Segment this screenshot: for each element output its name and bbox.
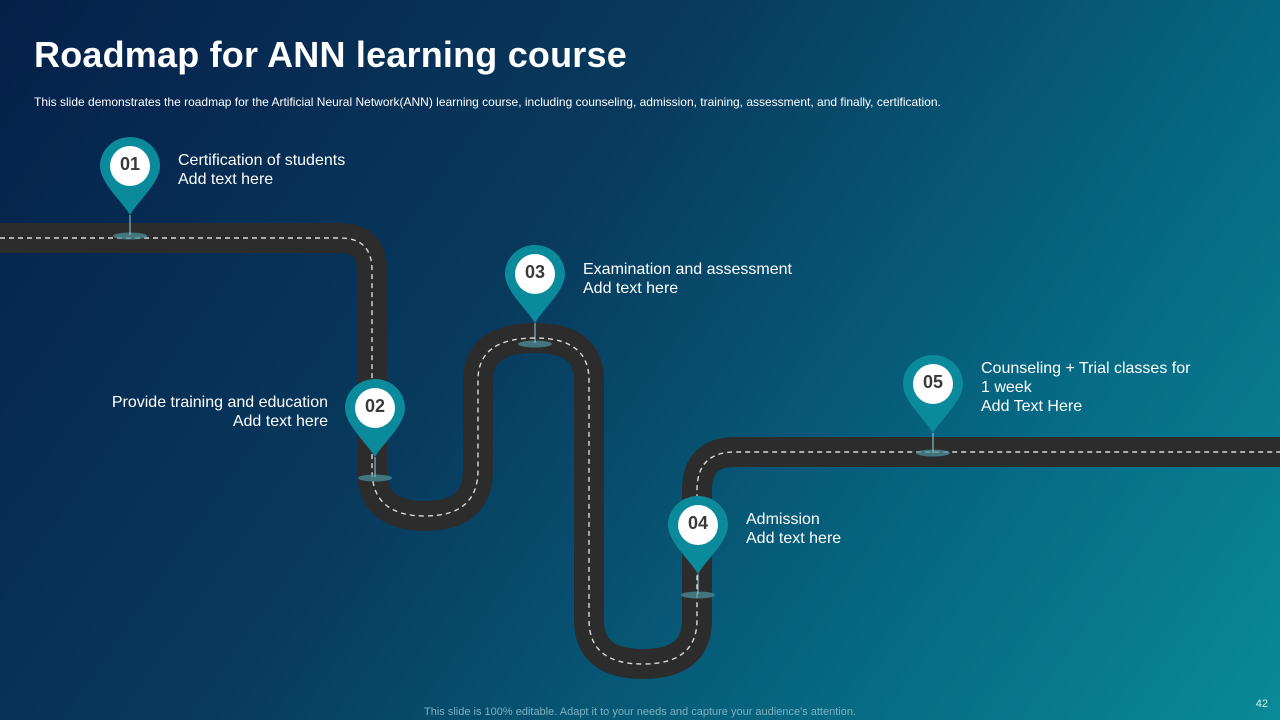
milestone-pin-01: 01	[100, 137, 160, 235]
milestone-label-02: Provide training and education Add text …	[112, 393, 328, 431]
milestone-heading: Admission	[746, 511, 820, 528]
milestone-number: 01	[119, 154, 141, 174]
pin-shadow-04	[681, 591, 715, 599]
milestone-number: 03	[524, 262, 546, 282]
milestone-text: Add Text Here	[981, 398, 1083, 415]
milestone-text: Add text here	[746, 530, 842, 547]
milestone-number: 04	[687, 513, 709, 533]
milestone-pin-03: 03	[505, 245, 565, 343]
milestone-heading: Examination and assessment	[583, 261, 792, 278]
milestone-text: Add text here	[583, 280, 679, 297]
milestone-text: Add text here	[232, 413, 328, 430]
milestone-heading-cont: 1 week	[981, 379, 1032, 396]
pin-shadow-03	[518, 340, 552, 348]
milestone-label-05: Counseling + Trial classes for 1 week Ad…	[981, 359, 1190, 416]
milestone-label-03: Examination and assessment Add text here	[583, 260, 792, 298]
map-pin-icon	[903, 355, 963, 453]
milestone-number: 05	[922, 372, 944, 392]
milestone-text: Add text here	[178, 171, 274, 188]
milestone-heading: Certification of students	[178, 152, 346, 169]
milestone-label-01: Certification of students Add text here	[178, 151, 345, 189]
map-pin-icon	[100, 137, 160, 235]
slide-footer: This slide is 100% editable. Adapt it to…	[424, 706, 856, 718]
map-pin-icon	[505, 245, 565, 343]
map-pin-icon	[668, 496, 728, 594]
page-number: 42	[1255, 698, 1268, 710]
milestone-pin-02: 02	[345, 379, 405, 477]
pin-shadow-01	[113, 232, 147, 240]
milestone-heading: Counseling + Trial classes for	[981, 360, 1191, 377]
map-pin-icon	[345, 379, 405, 477]
slide-subtitle: This slide demonstrates the roadmap for …	[34, 95, 941, 109]
pin-shadow-02	[358, 474, 392, 482]
road-surface	[0, 223, 1280, 679]
milestone-pin-04: 04	[668, 496, 728, 594]
slide-title: Roadmap for ANN learning course	[34, 34, 627, 75]
milestone-label-04: Admission Add text here	[746, 510, 841, 548]
milestone-heading: Provide training and education	[111, 394, 328, 411]
milestone-number: 02	[364, 396, 386, 416]
milestone-pin-05: 05	[903, 355, 963, 453]
